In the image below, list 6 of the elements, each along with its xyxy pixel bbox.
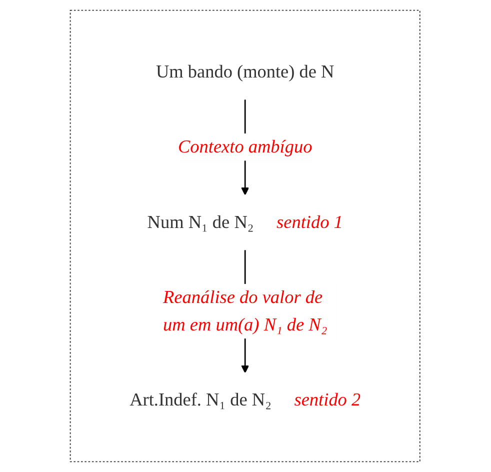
node-text: Art.Indef. N₁ de N₂ sentido 2 (130, 390, 362, 410)
cluster (70, 10, 421, 462)
node-text: Um bando (monte) de N (156, 62, 335, 82)
edge-label: Contexto ambíguo (178, 137, 313, 158)
node-text: Num N₁ de N₂ sentido 1 (148, 212, 344, 232)
edge-label: Reanálise do valor de um em um(a) N₁ de N₂ (163, 288, 328, 335)
